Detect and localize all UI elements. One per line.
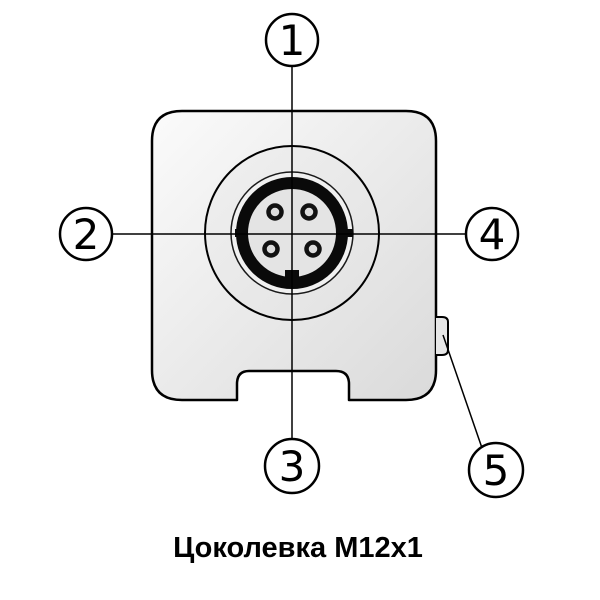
pin-bottom-right bbox=[304, 240, 322, 258]
side-tab bbox=[436, 316, 449, 356]
pin-top-right bbox=[300, 203, 318, 221]
callout-3-label: 3 bbox=[279, 442, 306, 491]
ring-tick-right bbox=[343, 229, 353, 237]
callout-5-label: 5 bbox=[483, 446, 510, 495]
callout-5-circle bbox=[467, 441, 525, 499]
callout-2-circle bbox=[58, 206, 114, 262]
leader-line-tab bbox=[442, 334, 483, 449]
callout-1-circle bbox=[264, 12, 320, 68]
callout-1-label: 1 bbox=[279, 16, 306, 65]
callout-2-label: 2 bbox=[73, 210, 100, 259]
diagram-title: Цоколевка M12x1 bbox=[173, 532, 423, 564]
callout-4-label: 4 bbox=[479, 210, 506, 259]
ring-tick-left bbox=[235, 229, 245, 237]
pin-top-left bbox=[266, 203, 284, 221]
callout-4-circle bbox=[464, 206, 520, 262]
pin-bottom-left bbox=[262, 240, 280, 258]
callout-3-circle bbox=[263, 437, 321, 495]
